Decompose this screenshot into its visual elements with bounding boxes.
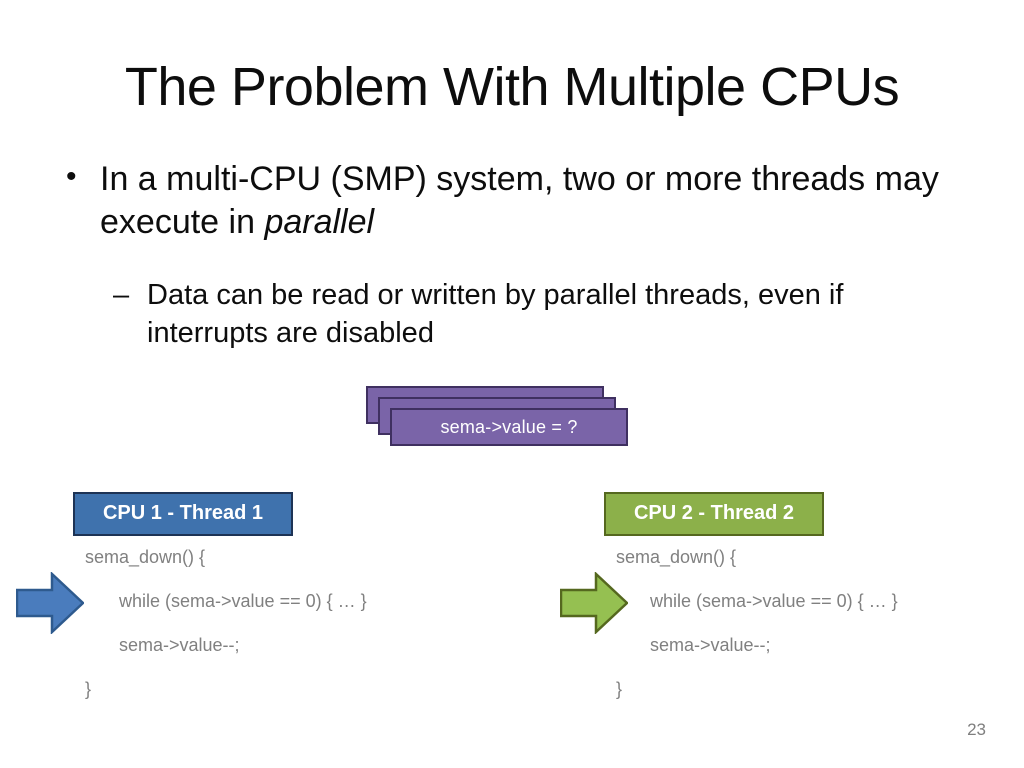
bullet-level-1: • In a multi-CPU (SMP) system, two or mo… — [62, 158, 942, 244]
code-block-cpu1: sema_down() { while (sema->value == 0) {… — [85, 548, 505, 724]
execution-pointer-arrow-cpu2 — [560, 572, 628, 634]
right-arrow-icon — [560, 572, 628, 634]
code-line: } — [616, 679, 623, 699]
bullet-level-2: – Data can be read or written by paralle… — [110, 276, 950, 353]
bullet-level-1-text: In a multi-CPU (SMP) system, two or more… — [100, 158, 942, 244]
page-title: The Problem With Multiple CPUs — [124, 57, 900, 117]
code-line: sema_down() { — [85, 547, 206, 567]
right-arrow-icon — [16, 572, 84, 634]
code-line: } — [85, 679, 92, 699]
shared-state-box-front: sema->value = ? — [390, 408, 628, 446]
thread-header-cpu1: CPU 1 - Thread 1 — [73, 492, 293, 536]
code-line: while (sema->value == 0) { … } — [650, 591, 898, 611]
code-block-cpu2: sema_down() { while (sema->value == 0) {… — [616, 548, 1024, 724]
shared-state-label: sema->value = ? — [440, 416, 578, 437]
bullet-level-1-text-emphasis: parallel — [264, 202, 375, 241]
bullet-level-2-text: Data can be read or written by parallel … — [147, 279, 844, 350]
code-line: while (sema->value == 0) { … } — [119, 591, 367, 611]
dash-marker-icon: – — [113, 279, 130, 311]
code-line: sema->value--; — [650, 635, 771, 655]
slide-number: 23 — [967, 720, 986, 739]
code-line: sema->value--; — [119, 635, 240, 655]
thread-column-cpu1: CPU 1 - Thread 1 sema_down() { while (se… — [73, 492, 367, 698]
bullet-level-1-text-main: In a multi-CPU (SMP) system, two or more… — [100, 160, 939, 241]
execution-pointer-arrow-cpu1 — [16, 572, 84, 634]
bullet-marker-icon: • — [66, 160, 77, 193]
thread-header-cpu2: CPU 2 - Thread 2 — [604, 492, 824, 536]
shared-state-stack: sema->value = ? — [366, 386, 628, 448]
thread-column-cpu2: CPU 2 - Thread 2 sema_down() { while (se… — [604, 492, 898, 698]
code-line: sema_down() { — [616, 547, 737, 567]
